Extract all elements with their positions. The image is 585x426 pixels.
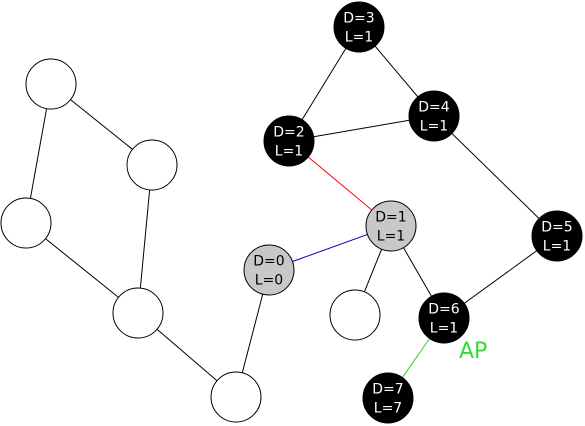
node-n5-line-1: L=1: [543, 239, 571, 255]
node-n5: D=5L=1: [531, 210, 583, 262]
node-n1: D=1L=1: [365, 200, 417, 252]
node-w1: [25, 58, 77, 110]
node-n2-line-1: L=1: [275, 144, 303, 160]
node-w5: [210, 371, 262, 423]
node-circle: [362, 372, 414, 424]
articulation-point-label: AP: [459, 339, 487, 364]
node-n0: D=0L=0: [243, 244, 295, 296]
node-n2: D=2L=1: [263, 115, 315, 167]
node-n3: D=3L=1: [333, 1, 385, 53]
node-circle: [25, 58, 77, 110]
node-circle: [531, 210, 583, 262]
node-n2-line-0: D=2: [273, 125, 304, 141]
node-circle: [243, 244, 295, 296]
node-w6: [329, 289, 381, 341]
node-w4: [112, 287, 164, 339]
node-circle: [418, 292, 470, 344]
node-n7-line-1: L=7: [374, 401, 402, 417]
node-n1-line-0: D=1: [375, 210, 406, 226]
node-circle: [126, 139, 178, 191]
node-n0-line-1: L=0: [255, 273, 283, 289]
node-n4-line-1: L=1: [420, 119, 448, 135]
node-circle: [365, 200, 417, 252]
node-circle: [333, 1, 385, 53]
node-n1-line-1: L=1: [377, 229, 405, 245]
node-n7: D=7L=7: [362, 372, 414, 424]
node-w3: [0, 197, 52, 249]
node-n6-line-0: D=6: [428, 302, 460, 318]
node-n7-line-0: D=7: [372, 382, 403, 398]
node-n0-line-0: D=0: [253, 254, 284, 270]
node-n6-line-1: L=1: [430, 321, 458, 337]
node-circle: [0, 197, 52, 249]
node-n4-line-0: D=4: [418, 100, 450, 116]
node-n4: D=4L=1: [408, 90, 460, 142]
node-circle: [112, 287, 164, 339]
node-n3-line-1: L=1: [345, 30, 373, 46]
node-w2: [126, 139, 178, 191]
node-circle: [210, 371, 262, 423]
node-n5-line-0: D=5: [541, 220, 572, 236]
node-n6: D=6L=1: [418, 292, 470, 344]
node-circle: [263, 115, 315, 167]
node-circle: [329, 289, 381, 341]
node-n3-line-0: D=3: [343, 11, 374, 27]
node-circle: [408, 90, 460, 142]
edge-n4-n5: [433, 115, 558, 237]
